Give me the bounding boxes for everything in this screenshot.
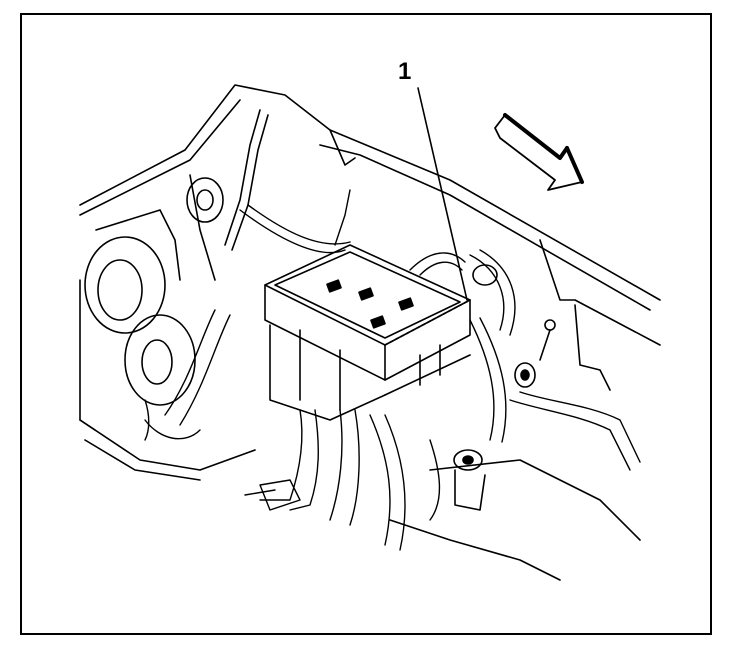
callout-label-1: 1 xyxy=(398,58,412,85)
left-round-components xyxy=(84,177,224,406)
callout-leader-line xyxy=(417,87,468,301)
ground-studs xyxy=(453,264,556,511)
front-of-vehicle-arrow-icon xyxy=(494,113,584,191)
body-panels xyxy=(79,84,661,581)
wiring-harnesses xyxy=(144,189,641,551)
underhood-fuse-block xyxy=(264,244,471,421)
